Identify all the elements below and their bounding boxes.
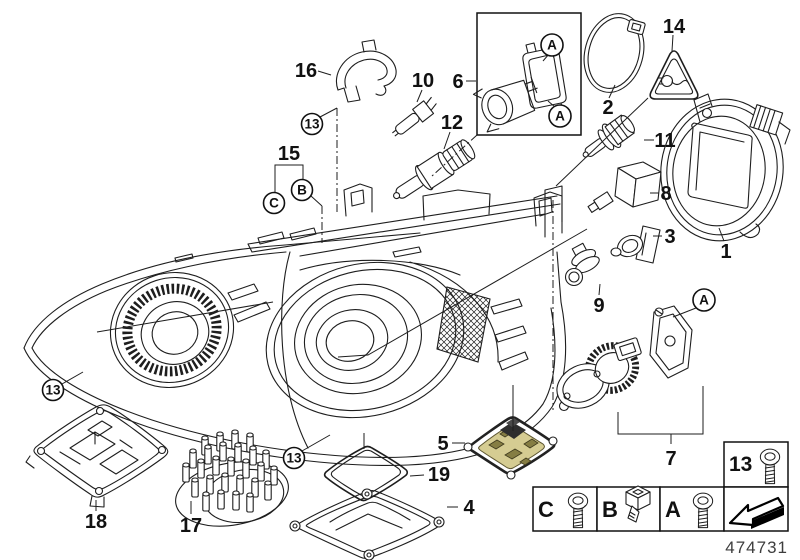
legend-label-B: B (602, 497, 618, 522)
part-9-drawing (564, 242, 600, 287)
callout-B: B (290, 178, 314, 202)
svg-text:A: A (699, 293, 709, 308)
part-4-drawing (289, 488, 445, 560)
vent-grille (174, 246, 529, 371)
part-1-drawing (660, 93, 791, 242)
callout-9: 9 (593, 295, 604, 317)
callout-A-right: A (692, 288, 716, 312)
part-12-drawing (393, 139, 476, 200)
plug-icon (658, 74, 690, 88)
part-19-drawing (323, 445, 409, 502)
left-projector (109, 271, 235, 389)
callout-5: 5 (437, 433, 448, 455)
drawing-number: 474731 (725, 538, 788, 557)
legend-label-C: C (538, 497, 554, 522)
legend: 13 C B A (532, 441, 789, 532)
frame-rail (247, 183, 563, 257)
callout-18: 18 (85, 511, 107, 533)
clip-nut-icon (625, 485, 651, 523)
direction-arrow-icon (728, 496, 785, 529)
legend-box-13 (723, 441, 789, 488)
svg-text:A: A (555, 109, 565, 124)
legend-box-C (532, 486, 598, 532)
part-3-drawing (610, 225, 661, 264)
callout-4: 4 (463, 497, 475, 519)
part-7-bracket-drawing (649, 305, 693, 379)
part-14-drawing (649, 50, 699, 100)
callout-10: 10 (412, 70, 434, 92)
svg-text:C: C (269, 196, 279, 211)
callout-7: 7 (665, 448, 676, 470)
part-5-drawing (463, 416, 558, 480)
callout-3: 3 (664, 226, 675, 248)
callout-A-box-top: A (540, 33, 564, 57)
callout-13-bottom: 13 (282, 446, 306, 470)
svg-text:13: 13 (304, 117, 320, 132)
svg-text:B: B (297, 183, 307, 198)
callout-19: 19 (428, 464, 450, 486)
part-2-drawing (583, 13, 646, 93)
part-16-drawing (336, 39, 397, 103)
callout-12: 12 (441, 112, 463, 134)
part-7-drawing (556, 337, 642, 412)
callout-labels: 16 10 6 12 2 14 11 8 3 9 1 15 5 19 4 18 … (85, 16, 732, 537)
callout-1: 1 (720, 241, 731, 263)
callout-A-box-bottom: A (548, 104, 572, 128)
svg-text:13: 13 (45, 383, 61, 398)
part-8-drawing (587, 161, 662, 213)
callout-17: 17 (180, 515, 202, 537)
legend-label-A: A (665, 497, 681, 522)
part-18-drawing (25, 404, 169, 508)
callout-6: 6 (452, 71, 463, 93)
callout-11: 11 (654, 130, 675, 152)
svg-text:A: A (547, 38, 557, 53)
legend-label-13: 13 (729, 453, 752, 476)
circled-callouts: 13 13 13 A A A B C (41, 33, 716, 470)
callout-2: 2 (602, 97, 613, 119)
callout-16: 16 (295, 60, 317, 82)
callout-C: C (262, 191, 286, 215)
callout-8: 8 (660, 183, 671, 205)
part-17-drawing (175, 429, 289, 527)
callout-13-top: 13 (300, 112, 324, 136)
part-10-drawing (392, 96, 437, 137)
callout-13-left: 13 (41, 378, 65, 402)
callout-14: 14 (663, 16, 686, 38)
leader-lines (61, 34, 725, 514)
callout-15: 15 (278, 143, 300, 165)
svg-text:13: 13 (286, 451, 302, 466)
